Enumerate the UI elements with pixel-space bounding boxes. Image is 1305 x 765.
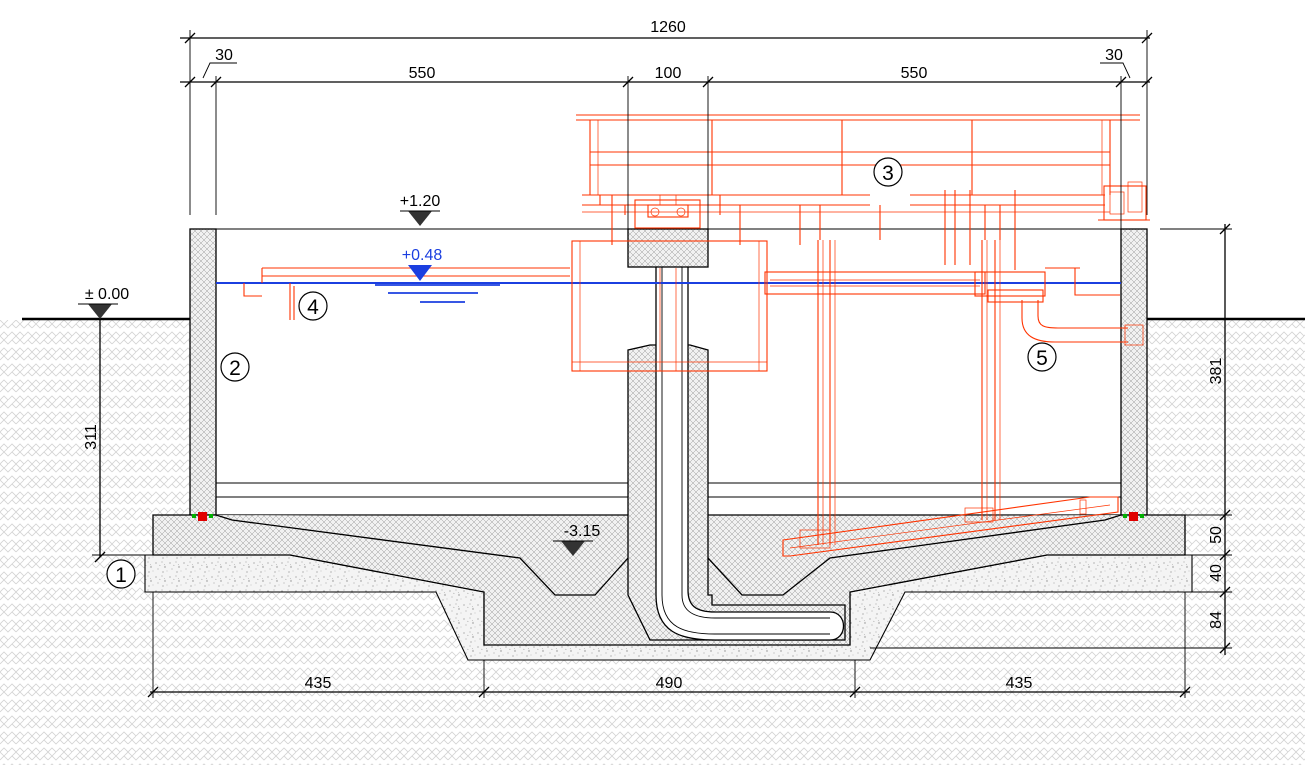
callout-2-label: 2 (229, 357, 241, 380)
concrete-structure (152, 228, 1186, 646)
dim-bottom-center: 490 (656, 675, 683, 692)
level-top-of-wall-label: +1.20 (400, 193, 441, 210)
dimension-lines (92, 30, 1232, 698)
level-marker-bottom: -3.15 (553, 523, 600, 556)
dim-overall-width: 1260 (650, 19, 686, 36)
tank-interior-lines (216, 228, 1121, 498)
callout-3: 3 (873, 157, 903, 187)
dim-wall-right: 30 (1105, 47, 1123, 64)
callout-3-label: 3 (882, 162, 894, 185)
level-marker-top-of-wall: +1.20 (400, 193, 441, 226)
dim-slab-a: 50 (1208, 526, 1225, 544)
level-ground-label: ± 0.00 (85, 286, 129, 303)
water-surface (216, 282, 1121, 303)
dim-sump-depth: 84 (1208, 611, 1225, 629)
level-marker-water: +0.48 (402, 247, 443, 281)
dim-span-right: 550 (901, 65, 928, 82)
dim-depth-left: 311 (83, 424, 100, 450)
dim-slab-b: 40 (1208, 564, 1225, 582)
level-water-label: +0.48 (402, 247, 443, 264)
callout-5-label: 5 (1036, 347, 1048, 370)
soil-hatch (0, 317, 1305, 765)
level-bottom-label: -3.15 (564, 523, 601, 540)
callout-4: 4 (298, 291, 328, 321)
dim-span-left: 550 (409, 65, 436, 82)
callout-4-label: 4 (307, 296, 319, 319)
callout-2: 2 (220, 352, 250, 382)
dim-depth-right: 381 (1208, 358, 1225, 385)
level-marker-ground: ± 0.00 (78, 286, 129, 319)
callout-1: 1 (106, 559, 136, 589)
bridge-scraper-equipment (243, 114, 1150, 557)
dim-bottom-right: 435 (1006, 675, 1033, 692)
callout-1-label: 1 (115, 564, 127, 587)
dim-center-column: 100 (655, 65, 682, 82)
callout-5: 5 (1027, 342, 1057, 372)
dim-wall-left: 30 (215, 47, 233, 64)
dim-bottom-left: 435 (305, 675, 332, 692)
